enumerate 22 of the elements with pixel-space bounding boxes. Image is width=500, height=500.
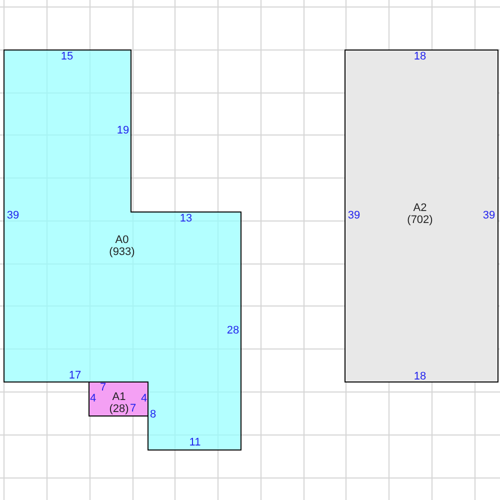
dimension-label: 11 (189, 438, 201, 448)
dimension-label: 13 (180, 214, 192, 224)
room-name: A1 (111, 391, 127, 403)
dimension-label: 39 (348, 210, 360, 222)
dimension-label: 4 (90, 394, 96, 404)
dimension-label: 4 (140, 394, 148, 404)
dimension-label: 15 (60, 52, 74, 62)
area-value: (28) (109, 403, 129, 415)
room-name: A2 (412, 202, 428, 214)
dimension-label: 17 (68, 370, 82, 382)
area-value: (933) (109, 246, 135, 258)
dimension-label: 18 (414, 52, 426, 62)
dimension-label: 7 (130, 404, 136, 414)
dimension-label: 18 (414, 372, 426, 382)
dimension-label: 8 (150, 410, 156, 420)
dimension-label: 7 (100, 382, 106, 394)
dimension-label: 39 (6, 210, 20, 222)
dimension-label: 19 (116, 126, 130, 136)
dimension-label: 28 (226, 326, 240, 336)
dimension-label: 39 (482, 210, 496, 222)
room-name: A0 (114, 234, 130, 246)
area-value: (702) (407, 214, 433, 226)
